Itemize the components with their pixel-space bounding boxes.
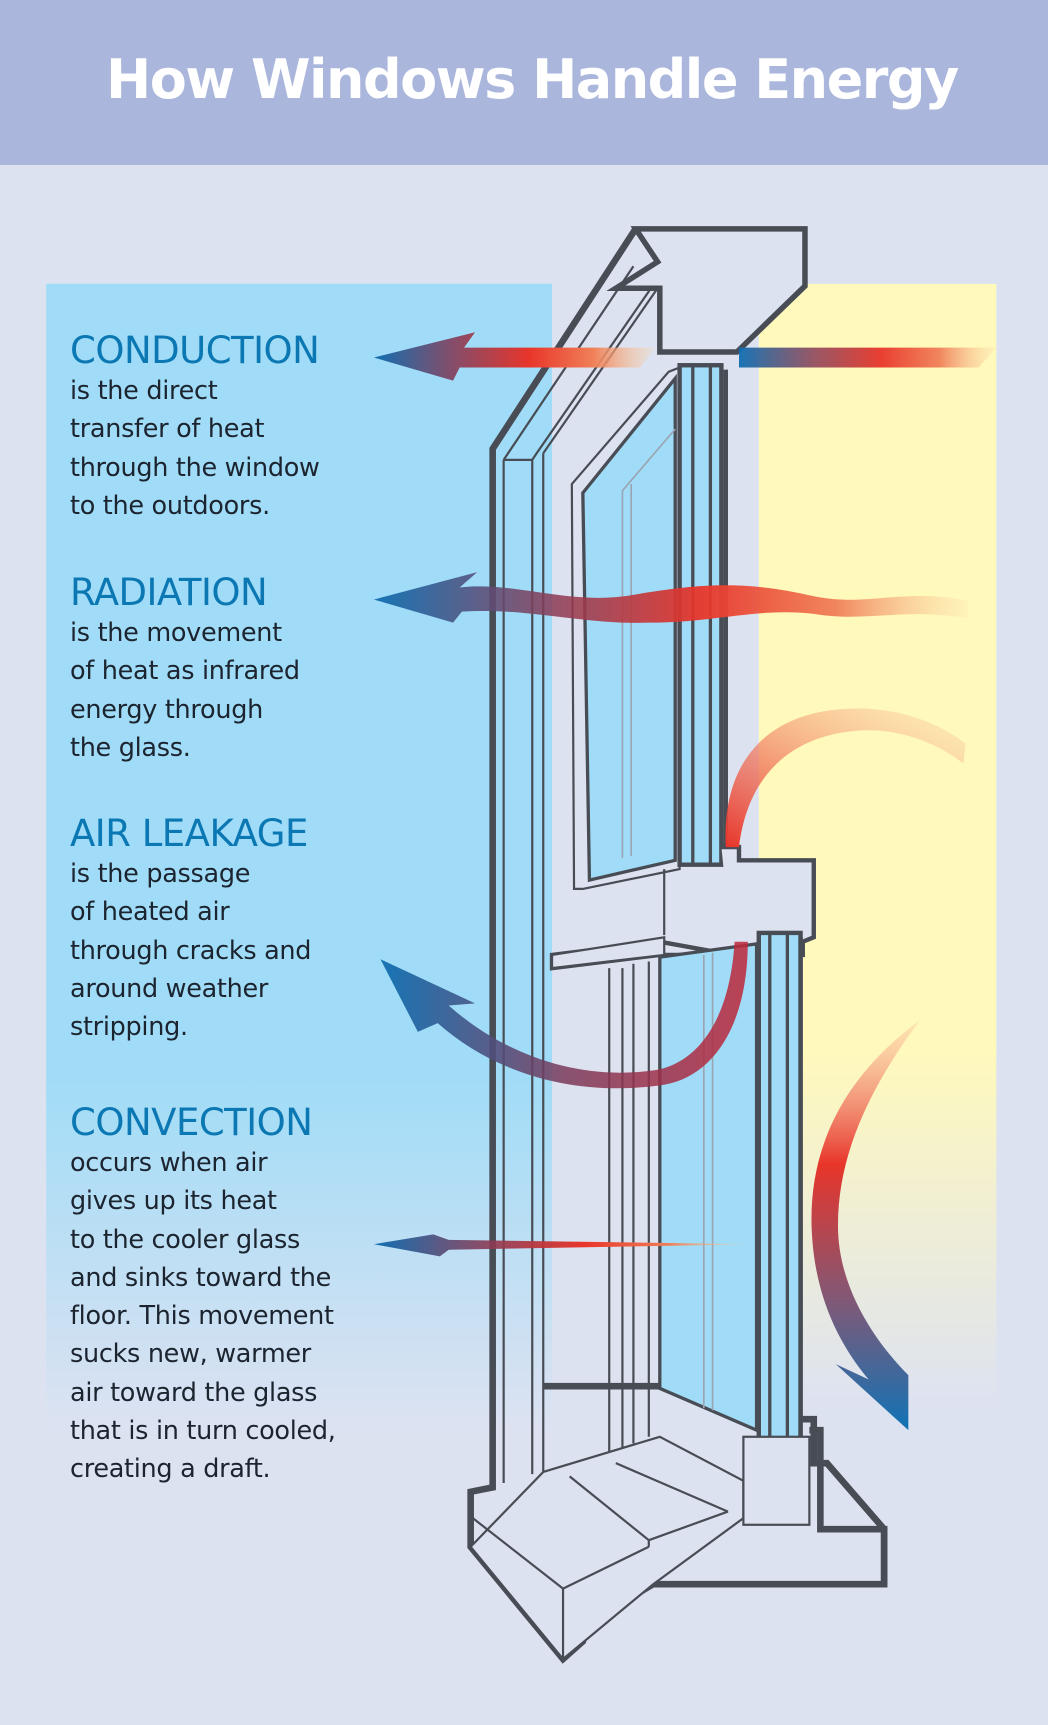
section-heading: AIR LEAKAGE [70,812,308,855]
section-conduction: CONDUCTION is the direct transfer of hea… [70,330,400,525]
section-body: is the passage of heated air through cra… [70,859,312,1043]
radiation-arrow [373,572,968,623]
section-body: is the movement of heat as infrared ener… [70,618,300,763]
section-body: occurs when air gives up its heat to the… [70,1148,336,1485]
conduction-arrow [373,332,656,381]
section-body: is the direct transfer of heat through t… [70,376,320,521]
section-heading: CONVECTION [70,1101,313,1144]
air-leakage-indoor-arc [725,708,966,848]
section-radiation: RADIATION is the movement of heat as inf… [70,572,400,767]
section-heading: CONDUCTION [70,329,320,372]
section-air-leakage: AIR LEAKAGE is the passage of heated air… [70,813,400,1046]
section-heading: RADIATION [70,571,268,614]
convection-inflow-arrow [373,1234,755,1257]
air-leakage-arrow [380,941,748,1089]
section-convection: CONVECTION occurs when air gives up its … [70,1102,400,1489]
convection-arrow [811,1020,920,1431]
page-title: How Windows Handle Energy [106,48,959,111]
header-banner: How Windows Handle Energy [0,0,1048,165]
outdoor-cold-panel [46,283,553,1560]
